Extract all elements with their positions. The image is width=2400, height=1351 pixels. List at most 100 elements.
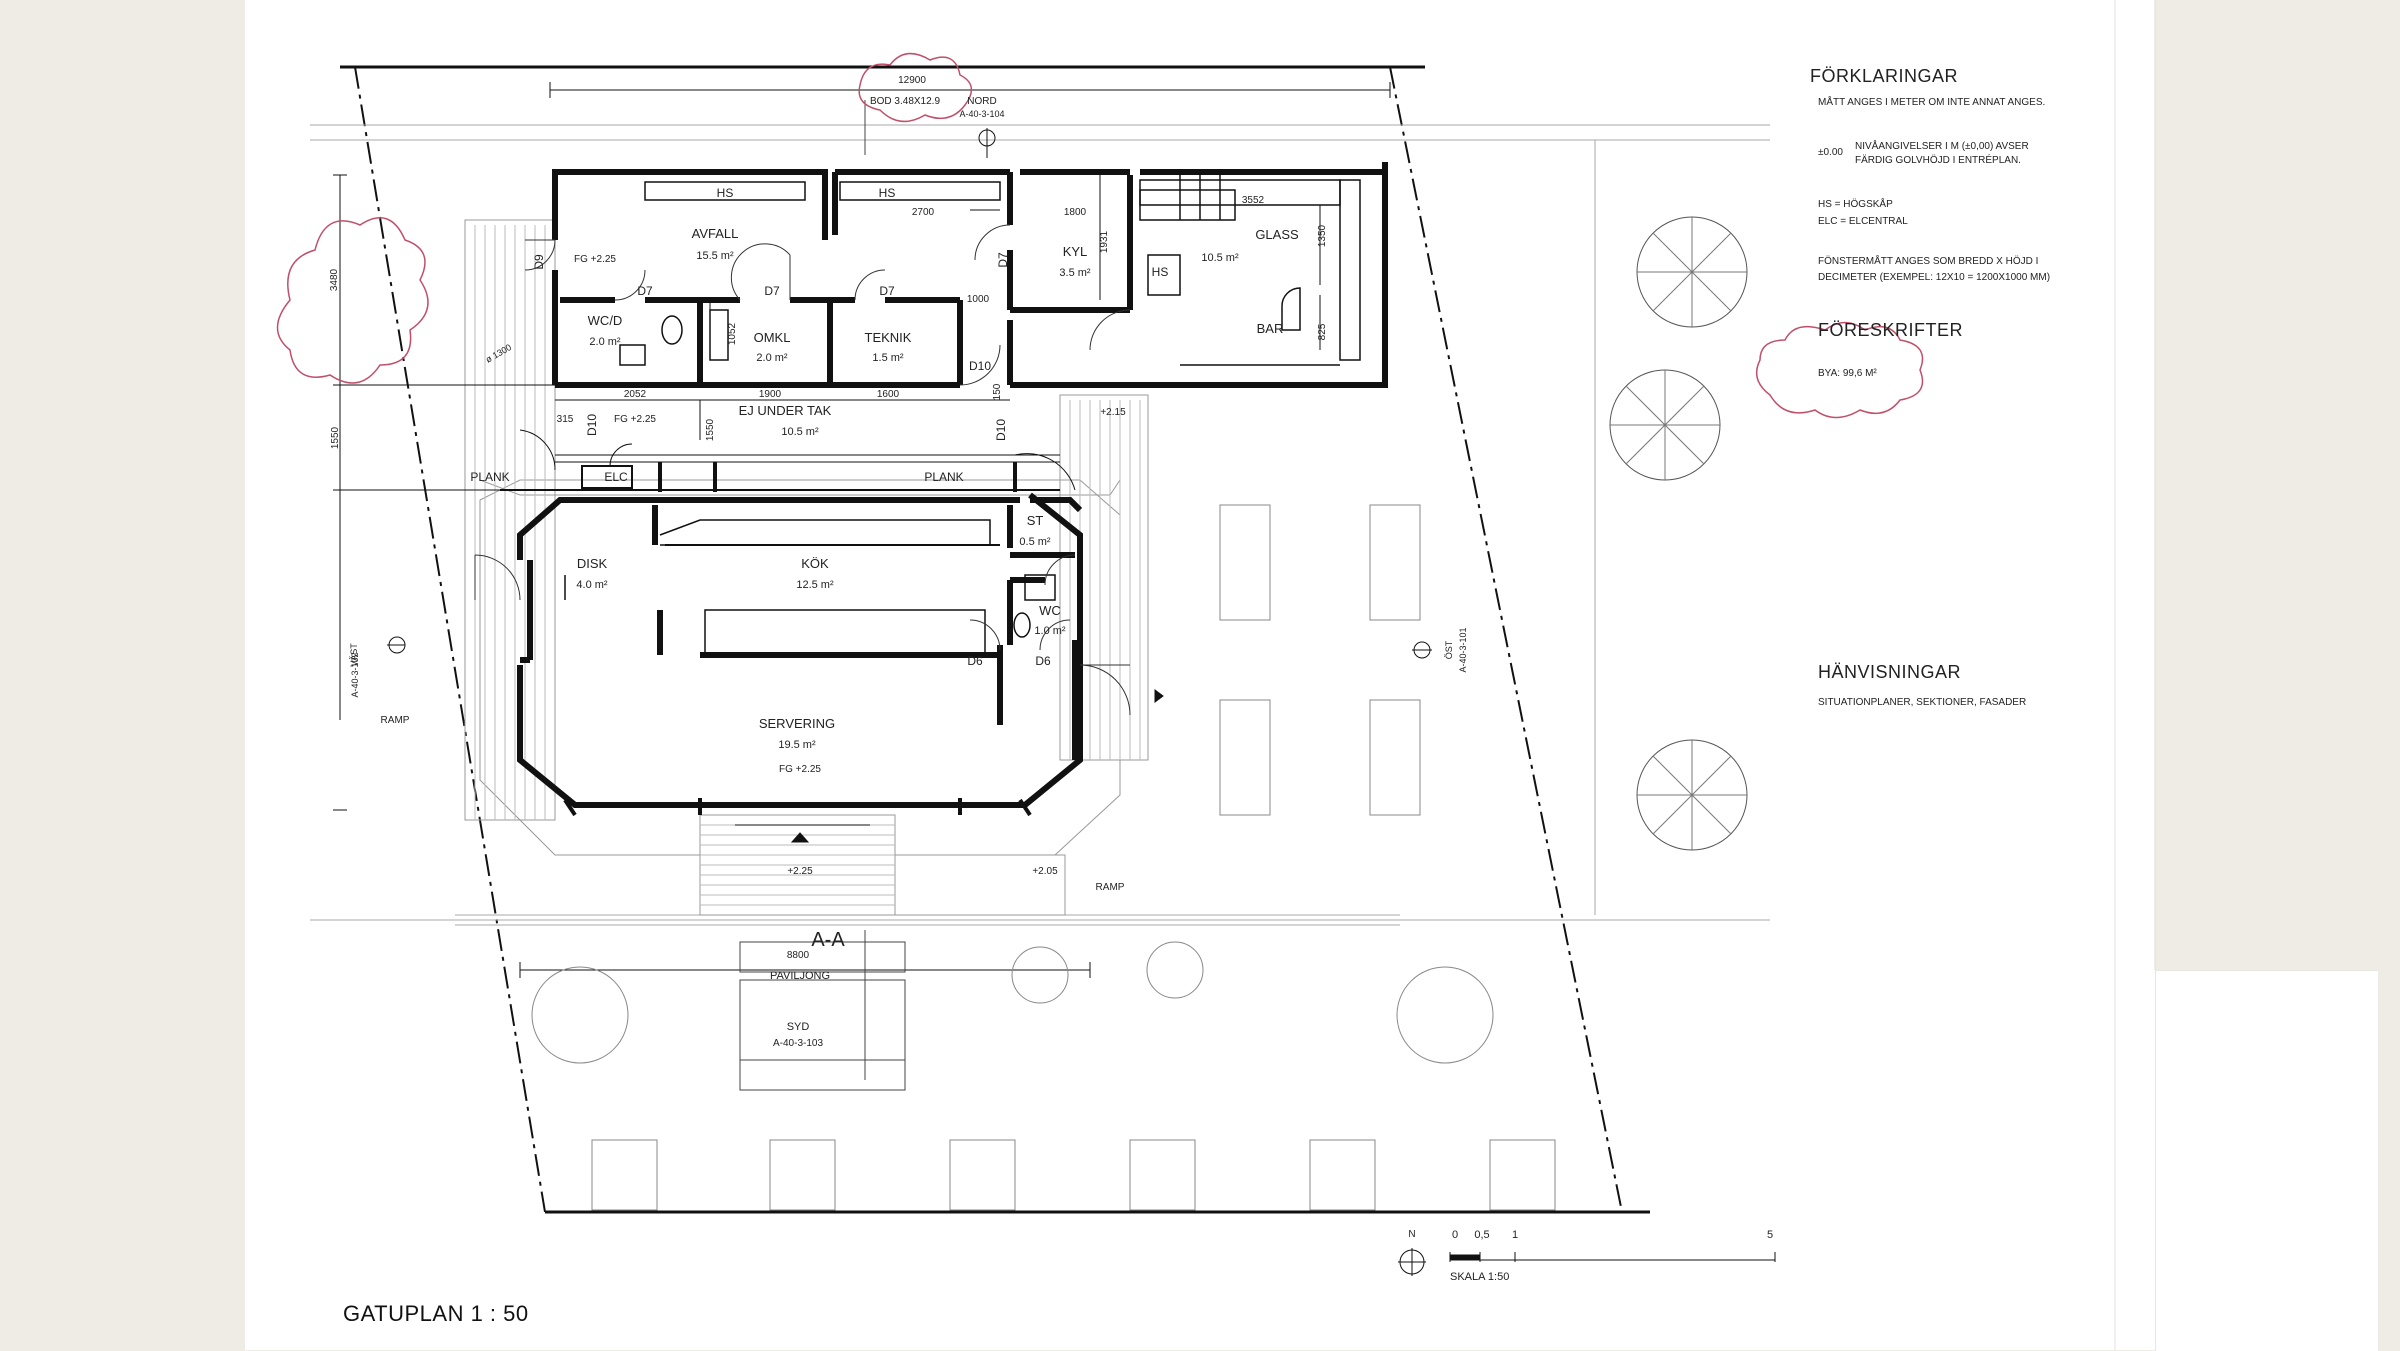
svg-text:HS: HS xyxy=(717,186,734,200)
legend-heading: FÖRKLARINGAR xyxy=(1810,66,1959,86)
svg-text:ÖST: ÖST xyxy=(1444,640,1454,659)
drawing-sheet xyxy=(245,0,2155,1350)
revision-clouds xyxy=(276,52,1924,419)
svg-text:PAVILJONG: PAVILJONG xyxy=(770,970,830,982)
svg-text:HS: HS xyxy=(879,186,896,200)
svg-text:A-40-3-102: A-40-3-102 xyxy=(350,652,360,697)
trees xyxy=(1609,216,1748,851)
svg-text:FG +2.25: FG +2.25 xyxy=(614,414,656,425)
pavilion-walls xyxy=(517,492,1083,808)
svg-text:3552: 3552 xyxy=(1242,195,1265,206)
site-lines xyxy=(310,124,1770,926)
room-kyl-area: 3.5 m² xyxy=(1059,267,1091,279)
svg-text:315: 315 xyxy=(557,414,574,425)
room-disk: DISK xyxy=(577,556,608,571)
room-st: ST xyxy=(1027,513,1044,528)
svg-text:A-40-3-101: A-40-3-101 xyxy=(1458,627,1468,672)
svg-text:1550: 1550 xyxy=(330,426,341,449)
open-area xyxy=(500,429,1076,492)
svg-text:SYD: SYD xyxy=(787,1021,810,1033)
pavilion-doors xyxy=(474,554,1131,716)
svg-text:3480: 3480 xyxy=(329,268,340,291)
legend-window-note-1: FÖNSTERMÅTT ANGES SOM BREDD X HÖJD I xyxy=(1818,256,2039,267)
svg-text:+2.25: +2.25 xyxy=(787,866,813,877)
svg-text:1052: 1052 xyxy=(727,322,738,345)
svg-text:2700: 2700 xyxy=(912,207,935,218)
room-glass-area: 10.5 m² xyxy=(1201,252,1239,264)
svg-text:D10: D10 xyxy=(994,419,1008,441)
svg-text:D6: D6 xyxy=(1035,654,1051,668)
section-line xyxy=(739,100,906,1091)
svg-text:PLANK: PLANK xyxy=(470,470,509,484)
dimension-texts: 12900 2700 1800 3552 1931 1350 825 1000 … xyxy=(329,75,1328,961)
svg-text:ø 1300: ø 1300 xyxy=(484,342,513,365)
room-servering: SERVERING xyxy=(759,716,835,731)
svg-text:1900: 1900 xyxy=(759,389,782,400)
outdoor-furniture xyxy=(531,504,1556,1211)
room-omkl: OMKL xyxy=(754,330,791,345)
legend-hs-note: HS = HÖGSKÅP xyxy=(1818,199,1893,210)
svg-text:1000: 1000 xyxy=(967,294,990,305)
room-avfall-area: 15.5 m² xyxy=(696,250,734,262)
references-heading: HÄNVISNINGAR xyxy=(1818,662,1962,682)
room-disk-area: 4.0 m² xyxy=(576,579,608,591)
pavilion-fixtures xyxy=(564,519,1056,656)
svg-text:RAMP: RAMP xyxy=(1096,882,1125,893)
svg-text:1600: 1600 xyxy=(877,389,900,400)
room-wcd: WC/D xyxy=(588,313,623,328)
svg-text:D9: D9 xyxy=(532,254,546,270)
svg-text:ELC: ELC xyxy=(604,470,628,484)
room-kyl: KYL xyxy=(1063,244,1088,259)
svg-text:D7: D7 xyxy=(764,284,780,298)
room-kok: KÖK xyxy=(801,556,829,571)
svg-text:A-A: A-A xyxy=(811,929,845,951)
svg-text:BOD 3.48X12.9: BOD 3.48X12.9 xyxy=(870,96,940,107)
svg-text:1550: 1550 xyxy=(705,418,716,441)
svg-text:NORD: NORD xyxy=(967,96,996,107)
svg-text:D10: D10 xyxy=(585,414,599,436)
svg-text:1350: 1350 xyxy=(1317,224,1328,247)
scale-bar xyxy=(1398,1248,1776,1276)
svg-text:0: 0 xyxy=(1452,1229,1458,1241)
legend-window-note-2: DECIMETER (EXEMPEL: 12X10 = 1200X1000 MM… xyxy=(1818,272,2051,283)
svg-text:D10: D10 xyxy=(969,359,991,373)
room-bar: BAR xyxy=(1257,321,1284,336)
svg-text:D6: D6 xyxy=(967,654,983,668)
svg-text:5: 5 xyxy=(1767,1229,1773,1241)
svg-text:FG +2.25: FG +2.25 xyxy=(574,254,616,265)
room-avfall: AVFALL xyxy=(692,226,739,241)
svg-text:150: 150 xyxy=(992,383,1003,400)
sheet-extension xyxy=(2155,970,2378,1351)
svg-text:+2.05: +2.05 xyxy=(1032,866,1058,877)
sheet-title: GATUPLAN 1 : 50 xyxy=(343,1301,529,1326)
svg-text:SKALA 1:50: SKALA 1:50 xyxy=(1450,1271,1509,1283)
legend-units-note: MÅTT ANGES I METER OM INTE ANNAT ANGES. xyxy=(1818,97,2046,108)
site-boundary xyxy=(340,65,1650,1214)
room-glass: GLASS xyxy=(1255,227,1299,242)
scale-labels: N 0 0,5 1 5 SKALA 1:50 xyxy=(1408,1229,1773,1283)
room-teknik: TEKNIK xyxy=(865,330,912,345)
regulations-bya: BYA: 99,6 M² xyxy=(1818,368,1877,379)
svg-text:N: N xyxy=(1408,1229,1415,1240)
room-servering-area: 19.5 m² xyxy=(778,739,816,751)
svg-text:0,5: 0,5 xyxy=(1474,1229,1489,1241)
room-wcd-area: 2.0 m² xyxy=(589,336,621,348)
bod-fixtures xyxy=(619,175,1361,366)
plan-labels: HS HS HS D7 D7 D7 D7 D9 D10 D10 D10 D6 D… xyxy=(349,96,1468,1049)
room-st-area: 0.5 m² xyxy=(1019,536,1051,548)
svg-text:D7: D7 xyxy=(637,284,653,298)
entrance-marker xyxy=(735,689,1164,843)
room-servering-level: FG +2.25 xyxy=(779,764,821,775)
legend-elc-note: ELC = ELCENTRAL xyxy=(1818,216,1908,227)
room-omkl-area: 2.0 m² xyxy=(756,352,788,364)
room-labels: AVFALL 15.5 m² KYL 3.5 m² GLASS 10.5 m² … xyxy=(576,226,1299,775)
bod-doors xyxy=(524,224,1131,386)
svg-text:RAMP: RAMP xyxy=(381,715,410,726)
room-wc-area: 1.0 m² xyxy=(1034,625,1066,637)
elevation-markers xyxy=(387,128,1432,659)
room-ej-under-tak-area: 10.5 m² xyxy=(781,426,819,438)
room-teknik-area: 1.5 m² xyxy=(872,352,904,364)
svg-text:A-40-3-104: A-40-3-104 xyxy=(959,109,1004,119)
svg-text:1800: 1800 xyxy=(1064,207,1087,218)
